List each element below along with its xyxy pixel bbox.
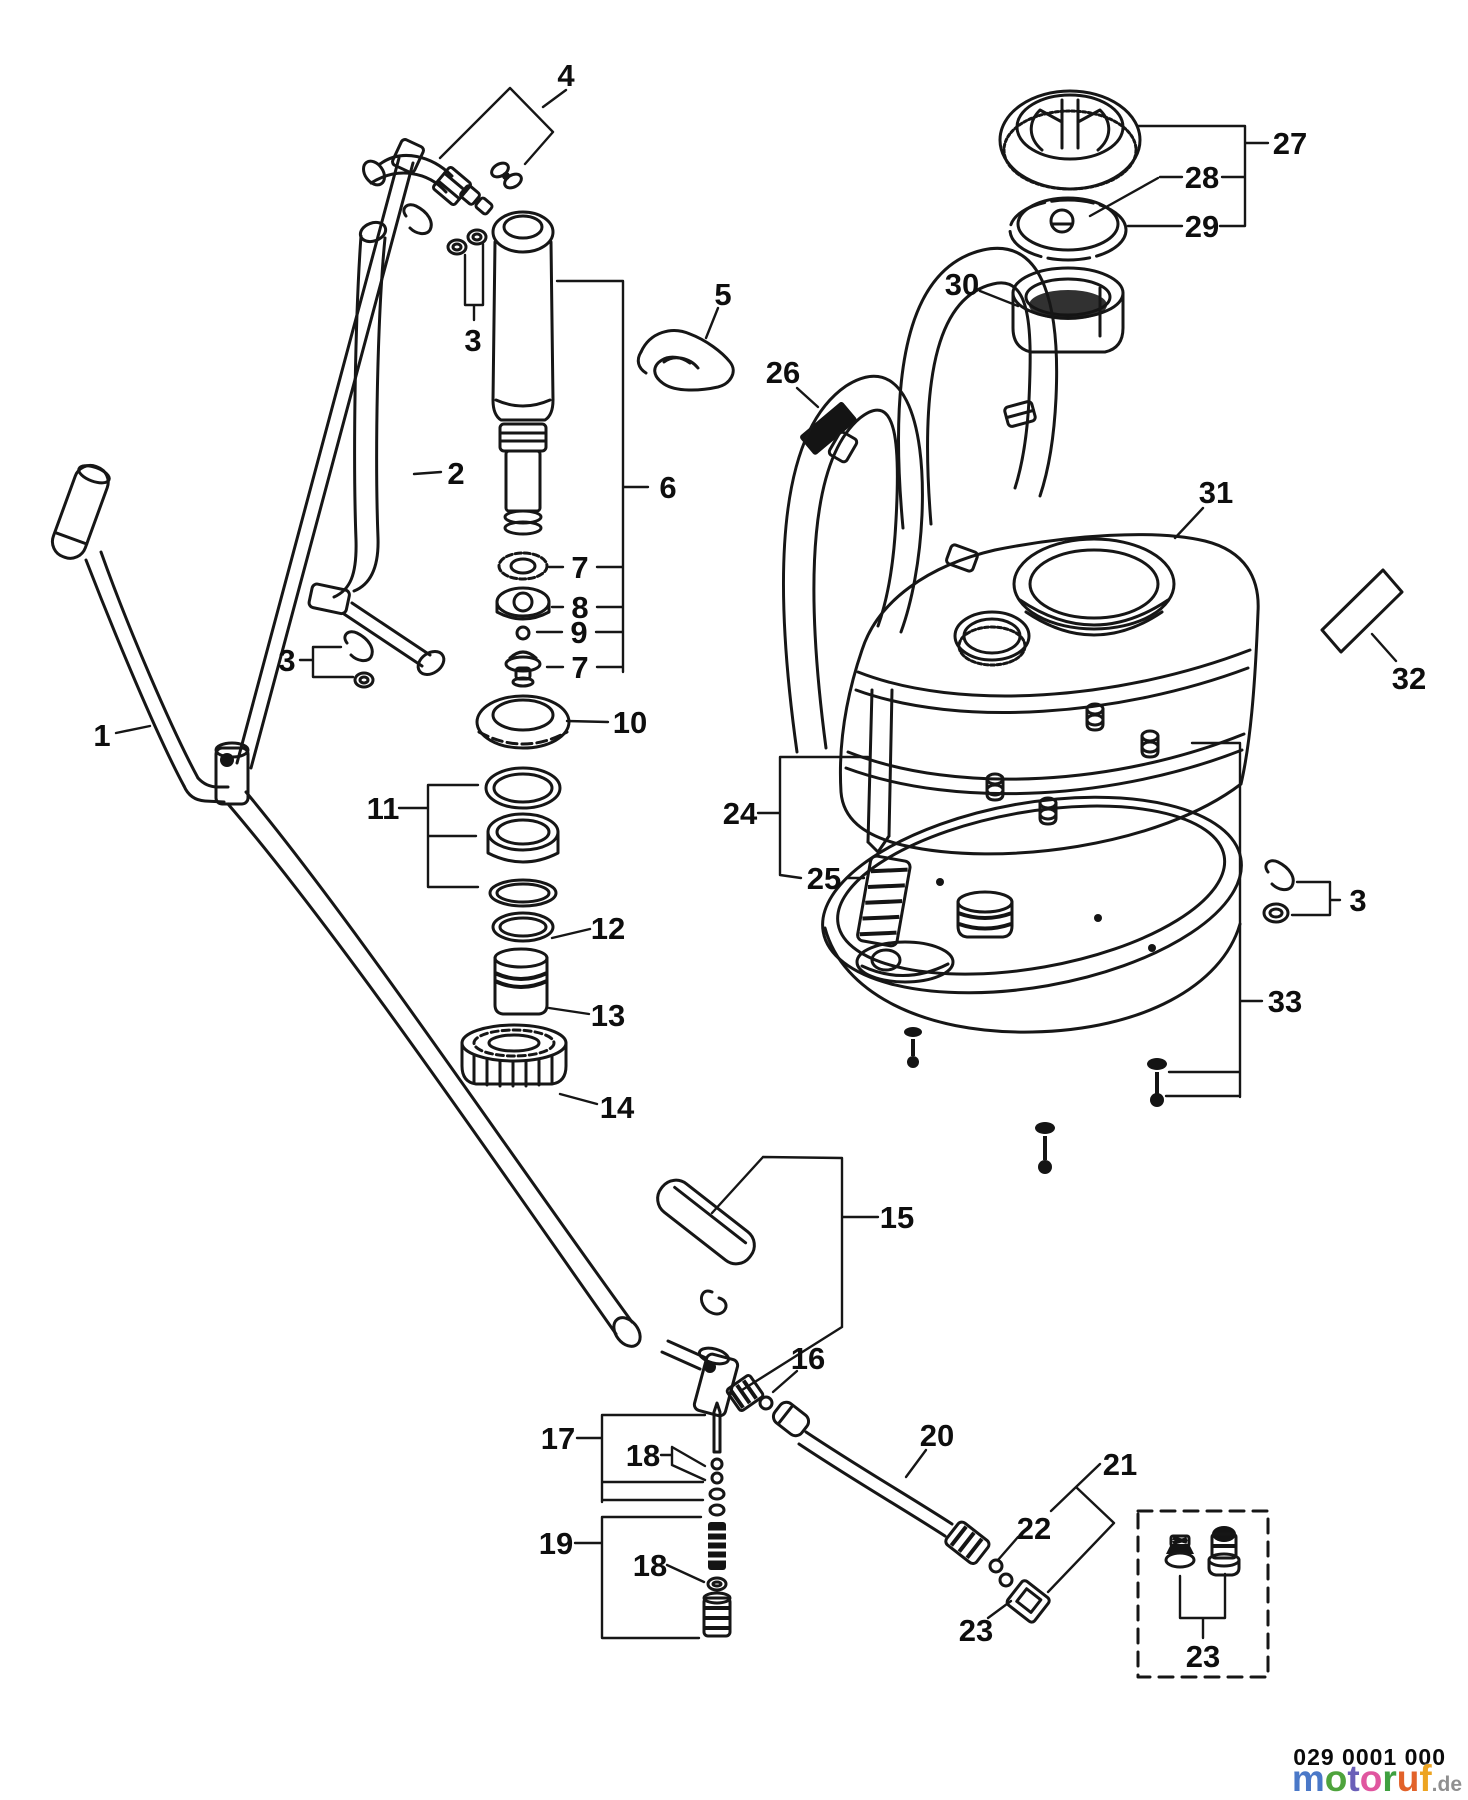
callout-23-box: 23: [1186, 1639, 1220, 1674]
suction-hose: [307, 220, 446, 676]
holder-hook: [636, 329, 735, 392]
clamp-set-top: [402, 203, 488, 256]
base-screws: [904, 1027, 1167, 1174]
callout-1: 1: [93, 718, 110, 753]
tank-body: [838, 533, 1260, 939]
callout-12: 12: [591, 911, 625, 946]
pump-lever-assembly: [50, 156, 642, 1348]
watermark-suffix: .de: [1431, 1773, 1462, 1796]
pump-seal-column: [460, 694, 571, 1088]
outlet-hose: [797, 1430, 1051, 1624]
callout-25: 25: [807, 861, 841, 896]
callout-3-left: 3: [278, 643, 295, 678]
callout-18-upper: 18: [626, 1438, 660, 1473]
valve-internals-column: [702, 1401, 732, 1638]
cap-gasket-disc: [1008, 196, 1128, 262]
part-code: 029 0001 000: [1293, 1744, 1446, 1770]
callout-29: 29: [1185, 209, 1219, 244]
callout-32: 32: [1392, 661, 1426, 696]
label-plate: [1320, 568, 1404, 654]
callout-14: 14: [600, 1090, 635, 1125]
callout-27: 27: [1273, 126, 1307, 161]
callout-7-upper: 7: [571, 550, 588, 585]
watermark-letter: o: [1359, 1758, 1383, 1799]
tank-cap: [998, 89, 1142, 191]
watermark-letter: r: [1382, 1758, 1397, 1799]
watermark-letter: o: [1324, 1758, 1348, 1799]
shoulder-straps: [781, 246, 1059, 754]
callout-19: 19: [539, 1526, 573, 1561]
callout-3-top: 3: [464, 323, 481, 358]
nozzle-cone-tip: [1207, 1526, 1241, 1577]
callout-21: 21: [1103, 1447, 1137, 1482]
callout-33: 33: [1268, 984, 1302, 1019]
callout-13: 13: [591, 998, 625, 1033]
nozzle-kit-box: [1136, 1509, 1270, 1679]
callout-4: 4: [557, 58, 575, 93]
tank-bosses: [985, 702, 1160, 826]
callout-26: 26: [766, 355, 800, 390]
shutoff-valve: [660, 1339, 811, 1438]
callout-15: 15: [880, 1200, 914, 1235]
callout-23-left: 23: [959, 1613, 993, 1648]
callout-7-lower: 7: [571, 650, 588, 685]
watermark-logo: motoruf.de: [1292, 1760, 1462, 1797]
callout-11: 11: [367, 791, 400, 826]
callout-leaders: [114, 86, 1398, 1640]
watermark-letter: f: [1419, 1758, 1432, 1799]
callout-9: 9: [570, 615, 587, 650]
tank-base: [821, 795, 1243, 1034]
grommet: [800, 402, 857, 455]
callout-18-lower: 18: [633, 1548, 667, 1583]
callout-30: 30: [945, 267, 979, 302]
callout-22: 22: [1017, 1511, 1051, 1546]
callout-5: 5: [714, 277, 731, 312]
callout-17: 17: [541, 1421, 575, 1456]
retainer-clip: [699, 1289, 728, 1316]
callout-28: 28: [1185, 160, 1219, 195]
wand-grip: [656, 1178, 756, 1266]
watermark-letter: m: [1291, 1758, 1325, 1799]
callout-31: 31: [1199, 475, 1233, 510]
wing-nut: [490, 161, 523, 190]
watermark-letter: u: [1396, 1758, 1420, 1799]
callout-3-right: 3: [1349, 883, 1366, 918]
watermark-letter: t: [1347, 1758, 1360, 1799]
clamp-set-left: [343, 630, 375, 689]
callout-8: 8: [571, 590, 588, 625]
callout-16: 16: [791, 1341, 825, 1376]
callout-24: 24: [723, 796, 758, 831]
callout-10: 10: [613, 705, 647, 740]
nozzle-fan-tip: [1164, 1534, 1196, 1569]
strap-band-and-buckle: [856, 688, 912, 972]
pump-cylinder-assembly: [491, 210, 555, 688]
hose-fitting-group: [362, 138, 523, 216]
callout-6: 6: [659, 470, 676, 505]
callout-labels: 4 27 28 29 30 5 3 26 2 6 31 7 8 9 7 3 32…: [93, 58, 1426, 1674]
callout-2: 2: [447, 456, 464, 491]
callout-20: 20: [920, 1418, 954, 1453]
clamp-set-right: [1262, 859, 1295, 924]
